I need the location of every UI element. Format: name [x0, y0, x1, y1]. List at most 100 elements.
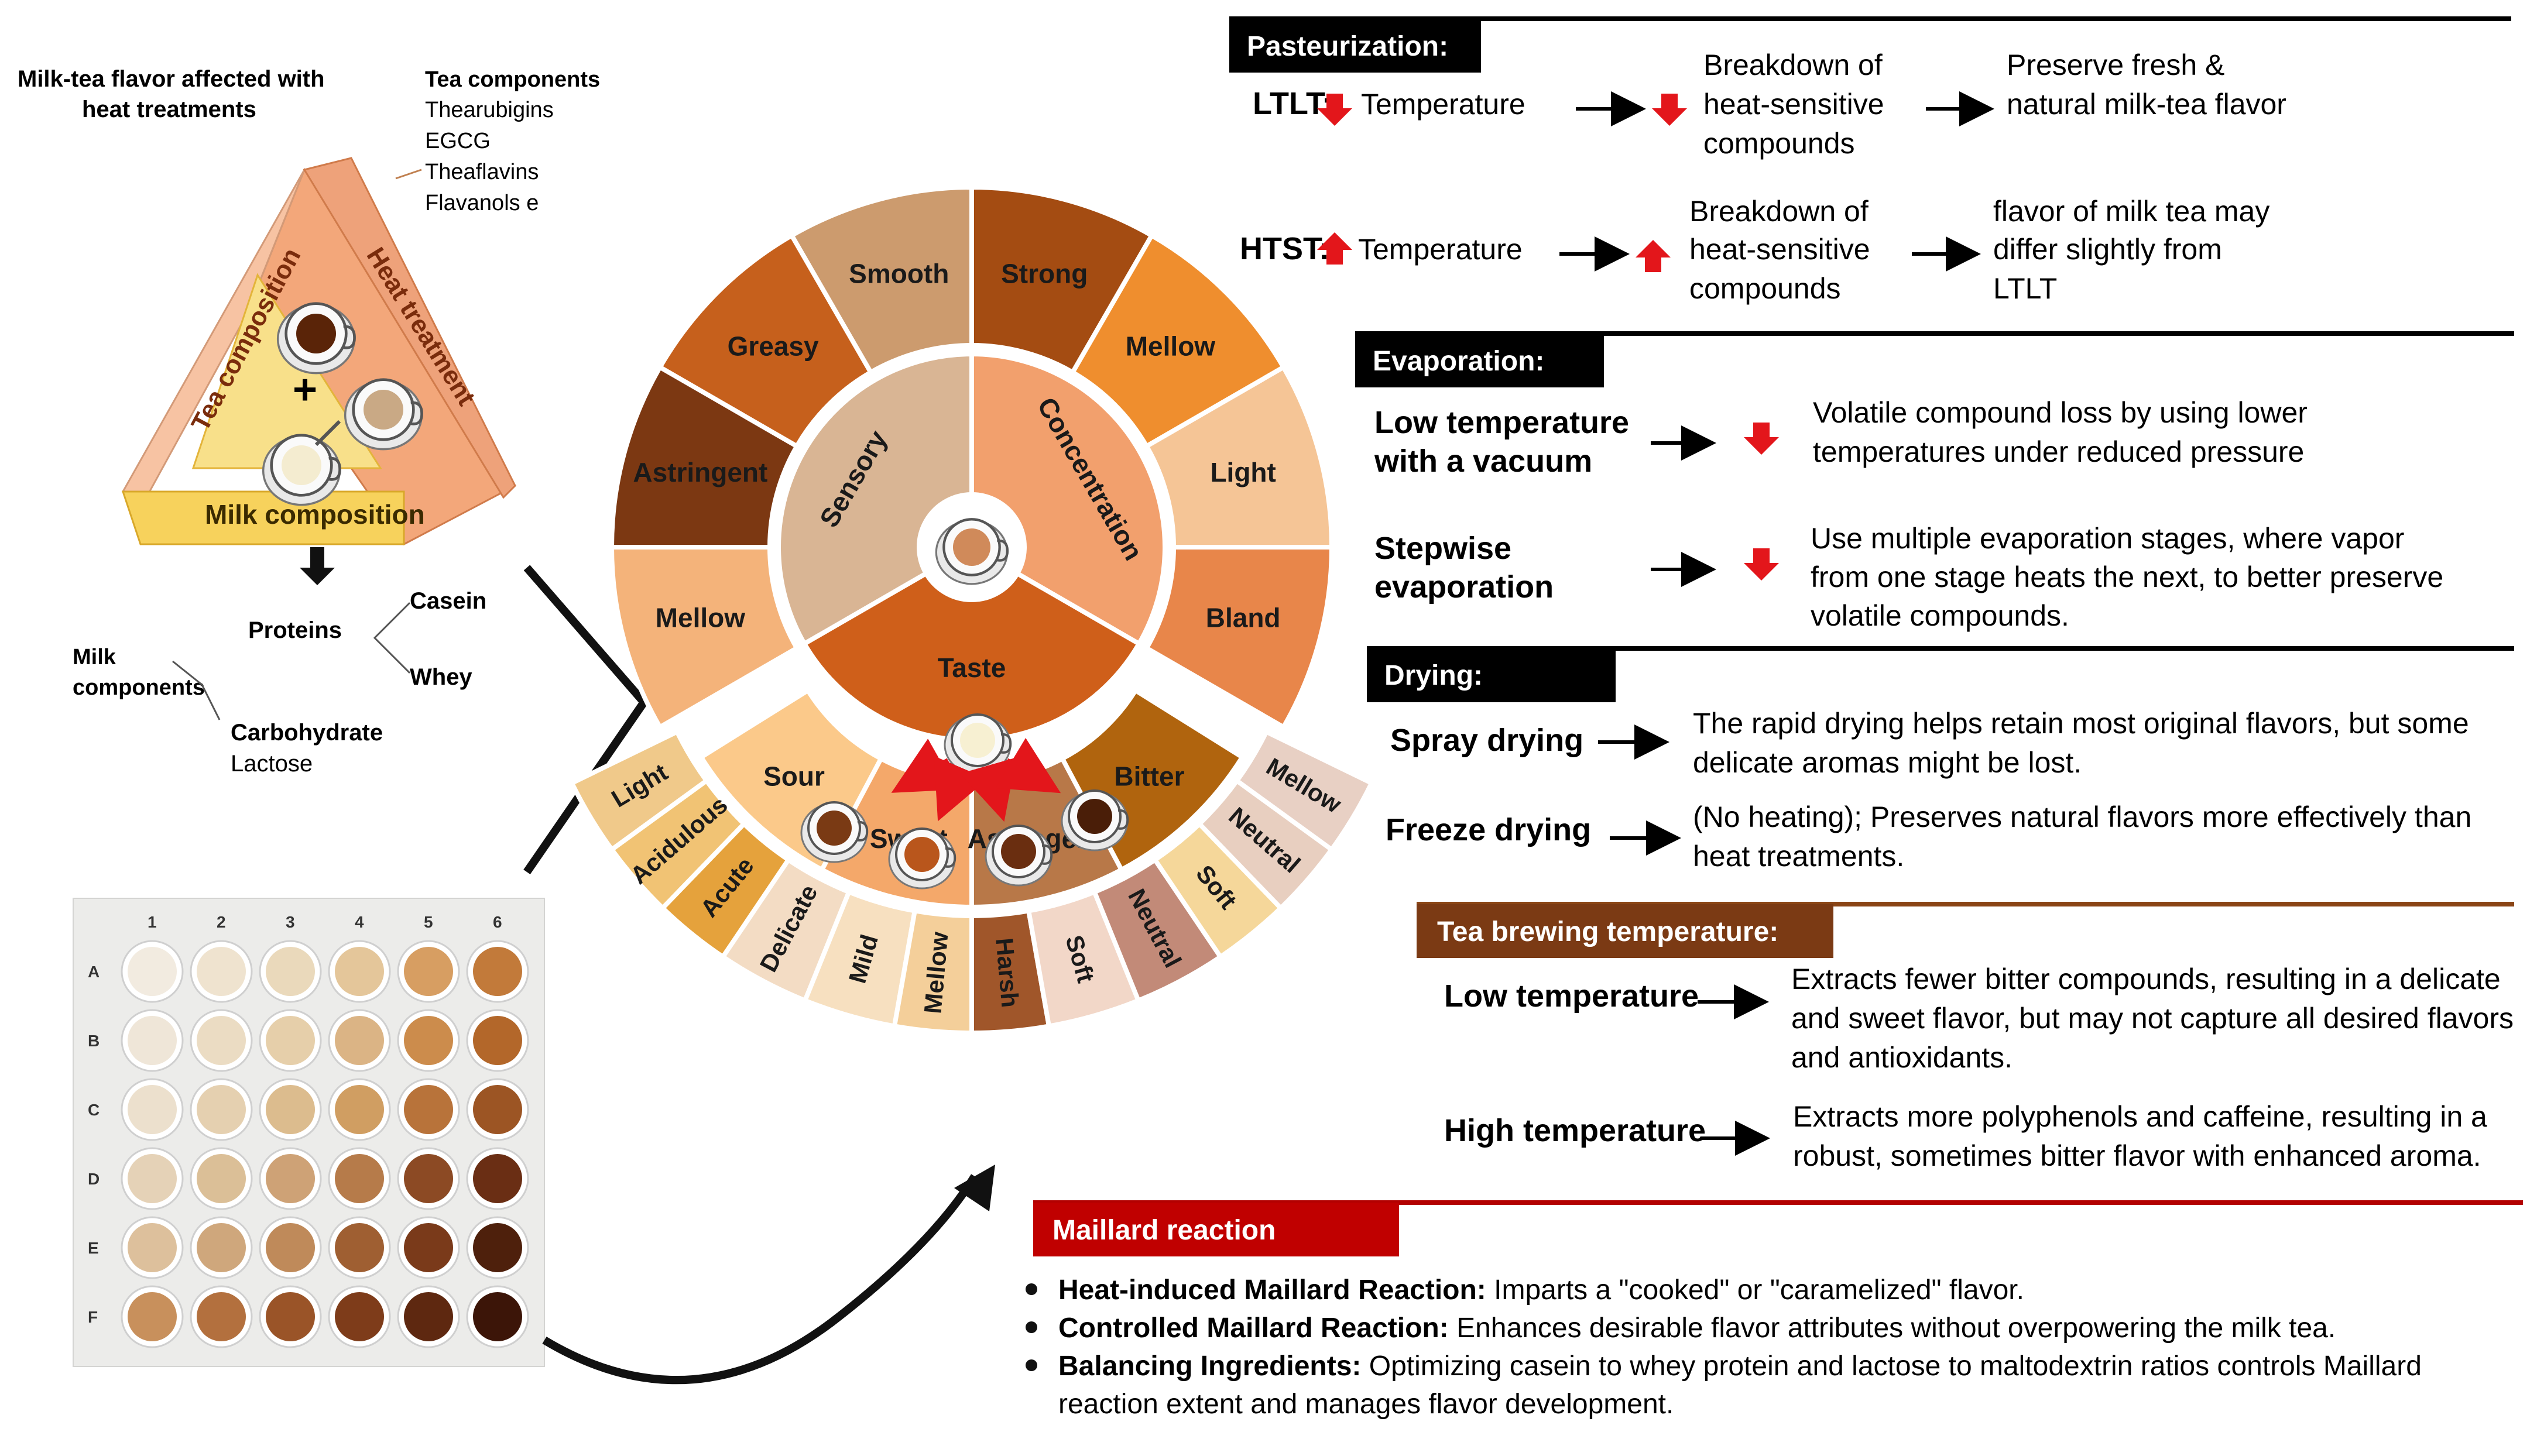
- htst-breakdown-arrow-icon: [1636, 240, 1671, 272]
- evap-low-text-1: Volatile compound loss by using lower: [1813, 396, 2308, 429]
- milk-tea-liquid: [364, 390, 403, 430]
- brewing-header: [1417, 904, 1833, 958]
- htst-mid-2: heat-sensitive: [1689, 233, 1870, 266]
- photo-row-label: D: [88, 1170, 100, 1188]
- htst-result-1: flavor of milk tea may: [1993, 195, 2269, 228]
- tea-components-title: Tea components: [425, 67, 600, 92]
- photo-row-label: A: [88, 963, 100, 981]
- photo-row-label: E: [88, 1239, 99, 1257]
- photo-cup-liquid: [197, 947, 246, 996]
- drying-header: [1367, 648, 1616, 702]
- ltlt-down-arrow-icon: [1317, 94, 1352, 126]
- photo-cup-liquid: [266, 947, 315, 996]
- photo-cup-liquid: [128, 947, 177, 996]
- photo-row-label: B: [88, 1032, 100, 1050]
- milk-components-label-2: components: [73, 675, 205, 700]
- lactose-label: Lactose: [231, 751, 313, 777]
- freeze-drying-label: Freeze drying: [1386, 812, 1591, 847]
- photo-column-label: 3: [286, 913, 295, 931]
- evap-low-text-2: temperatures under reduced pressure: [1813, 435, 2304, 468]
- photo-cup-liquid: [335, 1154, 384, 1203]
- photo-column-label: 5: [424, 913, 433, 931]
- photo-cup-liquid: [335, 1292, 384, 1341]
- evap-low-down-arrow-icon: [1744, 423, 1779, 455]
- bottom-cup-liquid: [904, 837, 940, 872]
- bullet-icon: [1026, 1359, 1037, 1371]
- photo-cup-liquid: [266, 1085, 315, 1134]
- photo-cup-liquid: [197, 1223, 246, 1272]
- taste-red-arrow-icon: [934, 756, 988, 822]
- photo-cup-liquid: [128, 1154, 177, 1203]
- brewing-title: Tea brewing temperature:: [1437, 916, 1778, 947]
- maillard-item-3-cont: reaction extent and manages flavor devel…: [1058, 1389, 1674, 1420]
- maillard-item-2: Controlled Maillard Reaction: Enhances d…: [1058, 1313, 2336, 1344]
- evap-step-text-3: volatile compounds.: [1811, 599, 2069, 632]
- wheel-inner-sensory: [776, 351, 974, 647]
- bullet-icon: [1026, 1321, 1037, 1333]
- drying-title: Drying:: [1384, 660, 1483, 691]
- photo-cup-liquid: [128, 1292, 177, 1341]
- htst-label: HTST:: [1240, 231, 1329, 266]
- tea-component-3: Theaflavins: [425, 160, 539, 184]
- photo-row-label: F: [88, 1308, 98, 1326]
- spray-drying-text-2: delicate aromas might be lost.: [1693, 746, 2082, 779]
- brew-high-text-1: Extracts more polyphenols and caffeine, …: [1793, 1100, 2487, 1133]
- photo-cup-liquid: [473, 947, 522, 996]
- photo-column-label: 2: [217, 913, 226, 931]
- photo-column-label: 4: [355, 913, 364, 931]
- taste-cup-liquid: [960, 723, 995, 758]
- wheel-inner-taste-label: Taste: [938, 653, 1006, 683]
- htst-temperature: Temperature: [1358, 233, 1523, 266]
- spray-drying-text-1: The rapid drying helps retain most origi…: [1693, 707, 2469, 740]
- tea-component-2: EGCG: [425, 129, 491, 153]
- wheel-outer-smooth-label: Smooth: [849, 259, 949, 289]
- photo-cup-liquid: [335, 1085, 384, 1134]
- photo-cup-liquid: [404, 947, 453, 996]
- htst-result-3: LTLT: [1993, 272, 2057, 305]
- wheel-outer-greasy-label: Greasy: [728, 331, 819, 362]
- htst-mid-3: compounds: [1689, 272, 1841, 305]
- evap-step-text-1: Use multiple evaporation stages, where v…: [1811, 522, 2404, 555]
- carbohydrate-label: Carbohydrate: [231, 720, 383, 746]
- wheel-bottom-outer-mellow-right: [1233, 729, 1375, 853]
- wheel-outer-mellow-label: Mellow: [1126, 331, 1216, 362]
- pasteurization-title: Pasteurization:: [1247, 31, 1448, 62]
- evap-step-text-2: from one stage heats the next, to better…: [1811, 561, 2443, 593]
- evap-low-label-1: Low temperature: [1374, 405, 1629, 440]
- connector-chevron: [523, 565, 649, 874]
- wheel-outer-greasy: [656, 232, 874, 449]
- wheel-outer-astringent-label: Astringent: [633, 457, 767, 487]
- ltlt-result-2: natural milk-tea flavor: [2007, 88, 2286, 121]
- photo-cup-liquid: [335, 1016, 384, 1065]
- wheel-inner-concentration: [969, 351, 1167, 647]
- casein-label: Casein: [410, 588, 486, 614]
- triangle-milk-label: Milk composition: [205, 499, 425, 530]
- freeze-drying-text-1: (No heating); Preserves natural flavors …: [1693, 801, 2471, 833]
- photo-cup-liquid: [266, 1223, 315, 1272]
- photo-cup-liquid: [404, 1223, 453, 1272]
- photo-cup-liquid: [473, 1016, 522, 1065]
- brew-low-text-3: and antioxidants.: [1791, 1041, 2013, 1074]
- milk-components-label-1: Milk: [73, 645, 116, 669]
- photo-cup-liquid: [128, 1085, 177, 1134]
- proteins-label: Proteins: [248, 617, 342, 643]
- spray-drying-label: Spray drying: [1390, 723, 1583, 758]
- down-arrow-icon: [300, 547, 335, 585]
- tea-component-1: Thearubigins: [425, 98, 554, 122]
- brew-low-text-1: Extracts fewer bitter compounds, resulti…: [1791, 963, 2501, 995]
- photo-cup-liquid: [404, 1085, 453, 1134]
- photo-cup-liquid: [473, 1085, 522, 1134]
- wheel-outer-strong-label: Strong: [1001, 259, 1088, 289]
- evaporation-header: [1355, 334, 1604, 387]
- curved-arrow: [542, 1174, 978, 1385]
- photo-cup-liquid: [404, 1154, 453, 1203]
- plus-sign: +: [293, 366, 317, 413]
- photo-cup-liquid: [266, 1292, 315, 1341]
- ltlt-mid-1: Breakdown of: [1703, 49, 1883, 81]
- bullet-icon: [1026, 1283, 1037, 1295]
- wheel-inner-taste: [801, 570, 1143, 743]
- brew-high-label: High temperature: [1444, 1113, 1706, 1148]
- ltlt-mid-2: heat-sensitive: [1703, 88, 1884, 121]
